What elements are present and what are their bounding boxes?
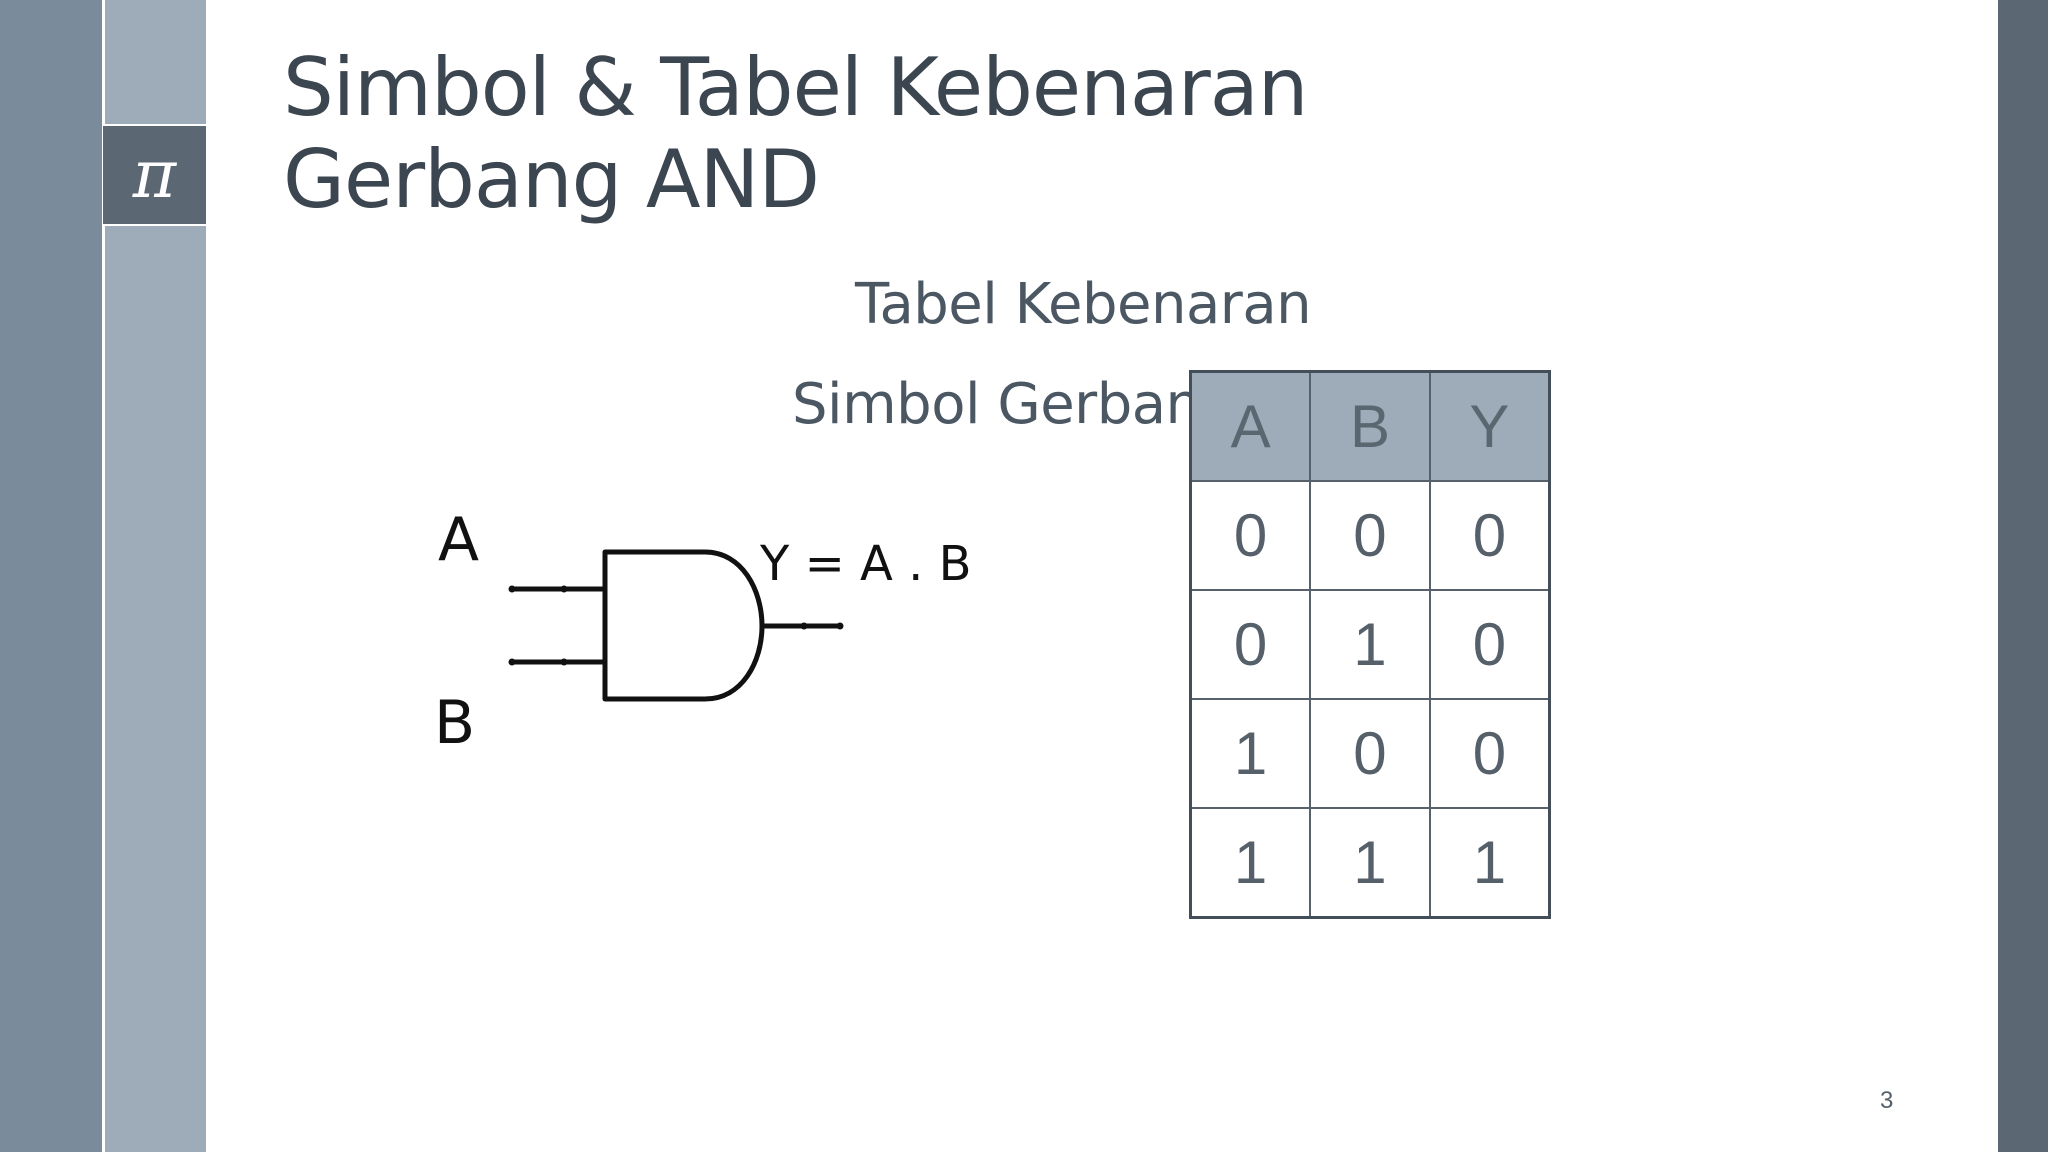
- truth-table-cell: 0: [1309, 698, 1431, 809]
- truth-table-heading: Tabel Kebenaran: [855, 272, 1312, 337]
- truth-table-cell: 1: [1309, 807, 1431, 919]
- gate-input-a-label: A: [438, 505, 479, 575]
- truth-table-cell: 0: [1309, 480, 1431, 591]
- slide-title-line-1: Simbol & Tabel Kebenaran: [283, 41, 1308, 134]
- pi-glyph: π: [132, 136, 177, 213]
- gate-input-b-label: B: [434, 688, 475, 758]
- gate-output-node: [836, 622, 844, 630]
- truth-table-cell: 0: [1189, 589, 1312, 700]
- truth-table-cell: 1: [1189, 698, 1312, 809]
- truth-table-cell: 1: [1309, 589, 1431, 700]
- and-gate-body: [602, 549, 765, 702]
- truth-table-cell: 0: [1189, 480, 1312, 591]
- truth-table-cell: 0: [1428, 589, 1551, 700]
- and-gate-diagram: A B Y = A . B: [434, 505, 972, 758]
- left-band-dark: [0, 0, 102, 1152]
- page-number: 3: [1880, 1087, 1894, 1114]
- right-band: [1998, 0, 2048, 1152]
- truth-table-cell: 0: [1428, 698, 1551, 809]
- gate-equation: Y = A . B: [759, 536, 972, 592]
- gate-symbol-heading: Simbol Gerbang: [792, 372, 1236, 437]
- table-row: 1 0 0: [1189, 698, 1551, 809]
- table-row: 0 0 0: [1189, 480, 1551, 591]
- truth-table-header-b: B: [1309, 370, 1431, 482]
- gate-input-b-node-mid: [560, 658, 568, 666]
- table-row: 0 1 0: [1189, 589, 1551, 700]
- truth-table-cell: 1: [1428, 807, 1551, 919]
- truth-table: A B Y 0 0 0 0 1 0 1 0 0 1 1 1: [1189, 370, 1551, 919]
- table-row: 1 1 1: [1189, 807, 1551, 919]
- gate-output-node-mid: [800, 622, 808, 630]
- truth-table-header-y: Y: [1428, 370, 1551, 482]
- left-band-divider: [102, 0, 105, 1152]
- slide-title-line-2: Gerbang AND: [283, 133, 820, 226]
- truth-table-cell: 0: [1428, 480, 1551, 591]
- truth-table-cell: 1: [1189, 807, 1312, 919]
- gate-input-b-node: [508, 658, 516, 666]
- slide-title: Simbol & Tabel Kebenaran Gerbang AND: [283, 41, 1308, 226]
- pi-icon: π: [103, 124, 206, 226]
- truth-table-header-a: A: [1189, 370, 1312, 482]
- truth-table-header-row: A B Y: [1189, 370, 1551, 482]
- gate-input-a-node-mid: [560, 585, 568, 593]
- gate-input-a-node: [508, 585, 516, 593]
